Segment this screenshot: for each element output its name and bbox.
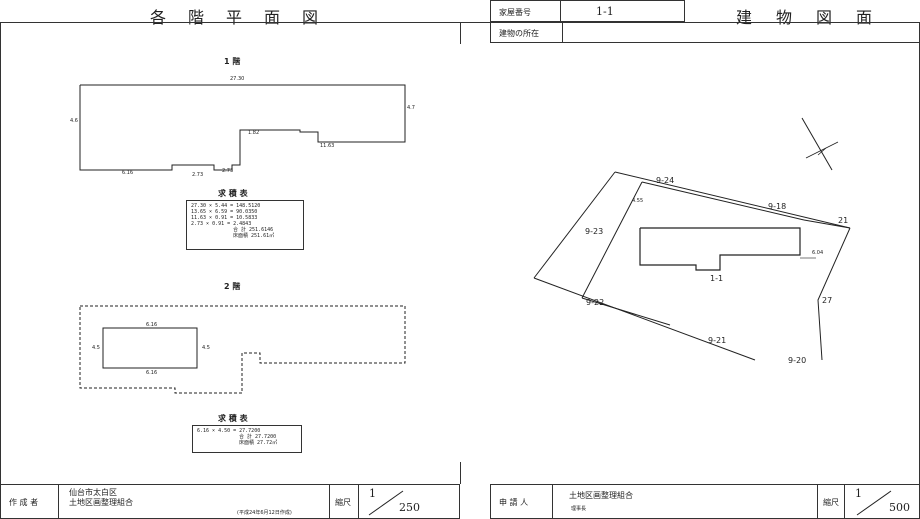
lot-1-1: 1-1 — [710, 274, 724, 283]
applicant-line1: 土地区画整理組合 — [569, 491, 633, 500]
floor2-table-title: 求 積 表 — [218, 414, 248, 423]
floor1-dim-right: 4.7 — [407, 105, 415, 111]
floor1-area-table: 27.30 × 5.44 = 148.5120 13.65 × 6.59 = 9… — [186, 200, 304, 250]
floor1-floor-area-value: 251.61㎡ — [251, 233, 275, 239]
floor1-table-title: 求 積 表 — [218, 189, 248, 198]
scale-slash-right — [856, 490, 892, 516]
floor1-sum-value: 251.6146 — [249, 227, 274, 233]
house-number-value: 1-1 — [596, 5, 614, 18]
floor2-dim-right: 4.5 — [202, 345, 210, 351]
location-row: 建物の所在 — [490, 22, 920, 43]
floor1-row-4: 2.73 × 0.91 = 2.4843 — [191, 221, 252, 227]
site-dim-a: 4.55 — [632, 198, 644, 204]
scale-label-left: 縮尺 — [335, 498, 351, 507]
floor1-row-2: 13.65 × 6.59 = 90.0350 — [191, 209, 258, 215]
floor1-dim-top: 27.30 — [230, 76, 245, 82]
floor2-dim-top: 6.16 — [146, 322, 158, 328]
lot-9-20: 9-20 — [788, 356, 807, 365]
creation-date-note: (平成24年6月12日作成) — [237, 510, 292, 516]
house-number-label: 家屋番号 — [499, 8, 531, 17]
lot-9-23: 9-23 — [585, 227, 604, 236]
applicant-label: 申 請 人 — [499, 498, 529, 507]
location-label: 建物の所在 — [499, 29, 539, 38]
maker-label: 作 成 者 — [9, 498, 39, 507]
site-dim-b: 6.04 — [812, 250, 824, 256]
maker-line1: 仙台市太白区 — [69, 488, 117, 497]
scale-denominator-left: 250 — [399, 501, 420, 514]
lot-21: 21 — [838, 216, 849, 225]
scale-slash-left — [368, 490, 404, 516]
floor1-dim-left: 4.6 — [70, 118, 78, 124]
floor2-title: 2 階 — [224, 282, 241, 291]
floor1-dim-bottom1: 6.16 — [122, 170, 134, 176]
floor2-dim-left: 4.5 — [92, 345, 100, 351]
floor1-floor-area-label: 床面積 — [233, 233, 249, 239]
lot-9-21: 9-21 — [708, 336, 727, 345]
floor1-dim-bottom2: 2.73 — [192, 172, 204, 178]
floor2-row-1: 6.16 × 4.50 = 27.7200 — [197, 428, 261, 434]
floor1-dim-step1: 1.82 — [248, 130, 260, 136]
maker-line2: 土地区画整理組合 — [69, 498, 133, 507]
floor2-floor-area-label: 床面積 — [239, 440, 255, 446]
lot-9-24: 9-24 — [656, 176, 675, 185]
floor1-row-3: 11.63 × 0.91 = 10.5833 — [191, 215, 258, 221]
lot-9-22: 9-22 — [586, 298, 605, 307]
floor2-sum-label: 合 計 — [239, 434, 253, 440]
scale-numerator-right: 1 — [855, 487, 862, 500]
footer-left: 作 成 者 仙台市太白区 土地区画整理組合 (平成24年6月12日作成) 縮尺 … — [0, 484, 460, 519]
scale-denominator-right: 500 — [889, 501, 910, 514]
floor2-dim-bottom: 6.16 — [146, 370, 158, 376]
floor1-dim-bottom3: 2.73 — [222, 168, 234, 174]
house-number-box: 家屋番号 1-1 — [490, 0, 685, 23]
lot-9-18: 9-18 — [768, 202, 787, 211]
site-plan — [533, 117, 851, 361]
floor1-row-1: 27.30 × 5.44 = 148.5120 — [191, 203, 261, 209]
north-arrow-icon — [801, 117, 839, 171]
floor2-area-table: 6.16 × 4.50 = 27.7200 合 計 27.7200 床面積 27… — [192, 425, 302, 453]
lot-27: 27 — [822, 296, 833, 305]
floor2-sum-value: 27.7200 — [255, 434, 277, 440]
applicant-line2: 理事長 — [571, 506, 587, 512]
footer-right: 申 請 人 土地区画整理組合 理事長 縮尺 1 500 — [490, 484, 920, 519]
floor2-floor-area-value: 27.72㎡ — [257, 440, 278, 446]
floor2-plan — [79, 305, 406, 394]
center-tick-bottom — [460, 462, 461, 484]
floor1-title: 1 階 — [224, 57, 241, 66]
floor1-sum-label: 合 計 — [233, 227, 247, 233]
floor1-plan — [79, 84, 406, 171]
scale-label-right: 縮尺 — [823, 498, 839, 507]
scale-numerator-left: 1 — [369, 487, 376, 500]
center-tick-top — [460, 22, 461, 44]
floor1-dim-step2: 11.63 — [320, 143, 335, 149]
